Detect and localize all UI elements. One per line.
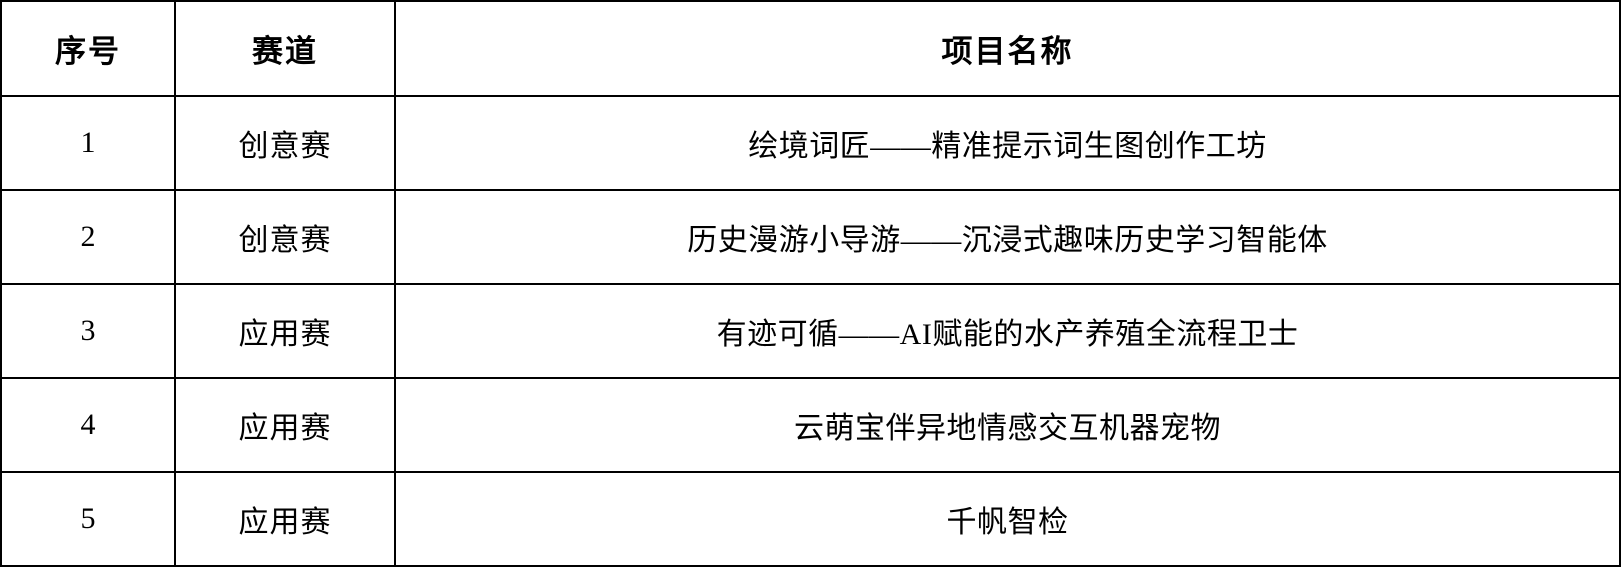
cell-index: 1: [1, 96, 176, 191]
cell-index: 4: [1, 378, 176, 473]
column-header-track: 赛道: [175, 1, 396, 97]
table-body: 1 创意赛 绘境词匠——精准提示词生图创作工坊 2 创意赛 历史漫游小导游——沉…: [1, 96, 1621, 567]
column-header-project-name: 项目名称: [395, 1, 1621, 97]
cell-project-name: 千帆智检: [395, 472, 1621, 567]
cell-index: 5: [1, 472, 176, 567]
table-header-row: 序号 赛道 项目名称: [1, 1, 1621, 97]
column-header-index: 序号: [1, 1, 176, 97]
cell-track: 创意赛: [175, 96, 396, 191]
table-row: 3 应用赛 有迹可循——AI赋能的水产养殖全流程卫士: [1, 284, 1621, 379]
cell-index: 3: [1, 284, 176, 379]
cell-project-name: 有迹可循——AI赋能的水产养殖全流程卫士: [395, 284, 1621, 379]
cell-track: 应用赛: [175, 472, 396, 567]
cell-project-name: 历史漫游小导游——沉浸式趣味历史学习智能体: [395, 190, 1621, 285]
table-row: 5 应用赛 千帆智检: [1, 472, 1621, 567]
cell-project-name: 绘境词匠——精准提示词生图创作工坊: [395, 96, 1621, 191]
cell-track: 应用赛: [175, 284, 396, 379]
cell-index: 2: [1, 190, 176, 285]
table-header: 序号 赛道 项目名称: [1, 1, 1621, 97]
cell-track: 应用赛: [175, 378, 396, 473]
table-row: 2 创意赛 历史漫游小导游——沉浸式趣味历史学习智能体: [1, 190, 1621, 285]
table-row: 4 应用赛 云萌宝伴异地情感交互机器宠物: [1, 378, 1621, 473]
cell-track: 创意赛: [175, 190, 396, 285]
table-row: 1 创意赛 绘境词匠——精准提示词生图创作工坊: [1, 96, 1621, 191]
cell-project-name: 云萌宝伴异地情感交互机器宠物: [395, 378, 1621, 473]
